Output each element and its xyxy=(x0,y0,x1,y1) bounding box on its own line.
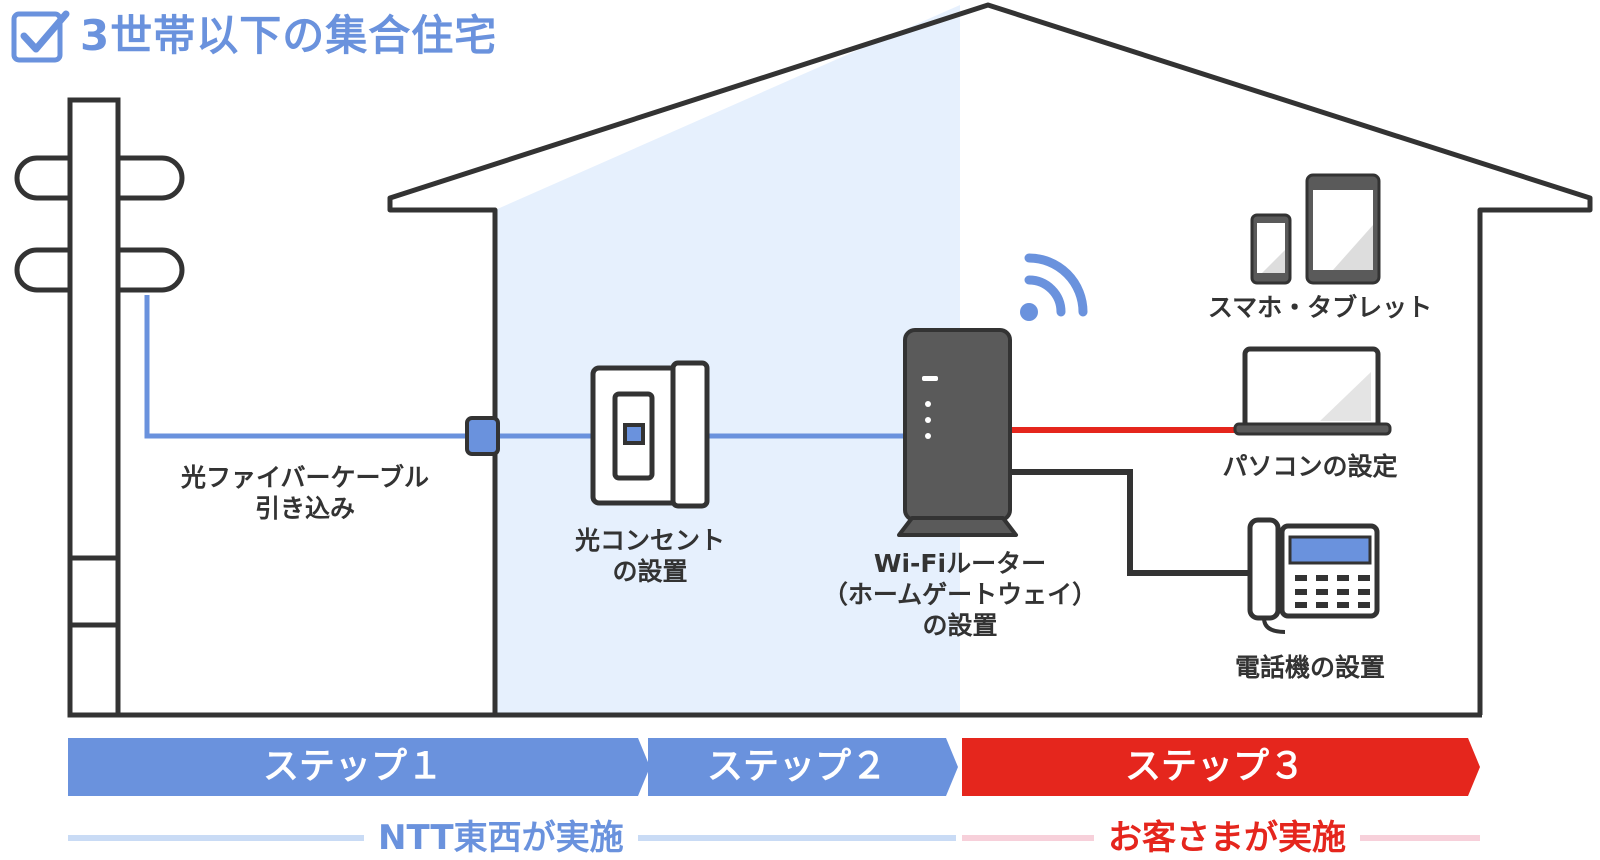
step2-arrow xyxy=(648,738,958,796)
outlet-label-line2: の設置 xyxy=(612,557,688,586)
router-label-line3: の設置 xyxy=(922,611,998,640)
step2-label: ステップ２ xyxy=(706,746,887,787)
step1-label: ステップ１ xyxy=(262,746,443,787)
step2-zone-background xyxy=(495,5,960,715)
wifi-router-icon xyxy=(897,328,1018,537)
tablet-icon xyxy=(1305,173,1381,285)
outlet-label-line1: 光コンセント xyxy=(574,526,725,555)
step3-arrow xyxy=(962,738,1480,796)
step3-label: ステップ３ xyxy=(1124,746,1305,787)
house-outline xyxy=(387,2,1593,715)
step1-arrow xyxy=(68,738,650,796)
router-label-line1: Wi-Fiルーター xyxy=(873,549,1047,578)
fiber-cable-label-line1: 光ファイバーケーブル xyxy=(180,463,429,492)
checkbox-icon xyxy=(11,10,70,63)
fiber-cable-label: 光ファイバーケーブル 引き込み xyxy=(145,462,465,524)
page-title: 3世帯以下の集合住宅 xyxy=(80,11,498,60)
fiber-cable-label-line2: 引き込み xyxy=(254,494,355,523)
outlet-label: 光コンセント の設置 xyxy=(520,525,780,587)
devices-label: スマホ・タブレット xyxy=(1207,293,1433,322)
router-label: Wi-Fiルーター （ホームゲートウェイ） の設置 xyxy=(800,548,1120,641)
laptop-icon xyxy=(1233,346,1392,436)
customer-actor-label: お客さまが実施 xyxy=(1094,818,1360,858)
telephone-icon xyxy=(1247,517,1380,634)
router-label-line2: （ホームゲートウェイ） xyxy=(822,580,1098,609)
phone-cable-line xyxy=(1010,469,1250,576)
phone-label: 電話機の設置 xyxy=(1234,653,1385,682)
ntt-actor-label: NTT東西が実施 xyxy=(364,818,638,858)
wifi-signal-icon xyxy=(1020,253,1088,321)
optical-outlet-icon xyxy=(590,360,710,509)
smartphone-icon xyxy=(1250,213,1292,285)
wall-connector xyxy=(465,416,500,456)
pc-label: パソコンの設定 xyxy=(1222,452,1398,481)
utility-pole-icon xyxy=(14,97,185,718)
